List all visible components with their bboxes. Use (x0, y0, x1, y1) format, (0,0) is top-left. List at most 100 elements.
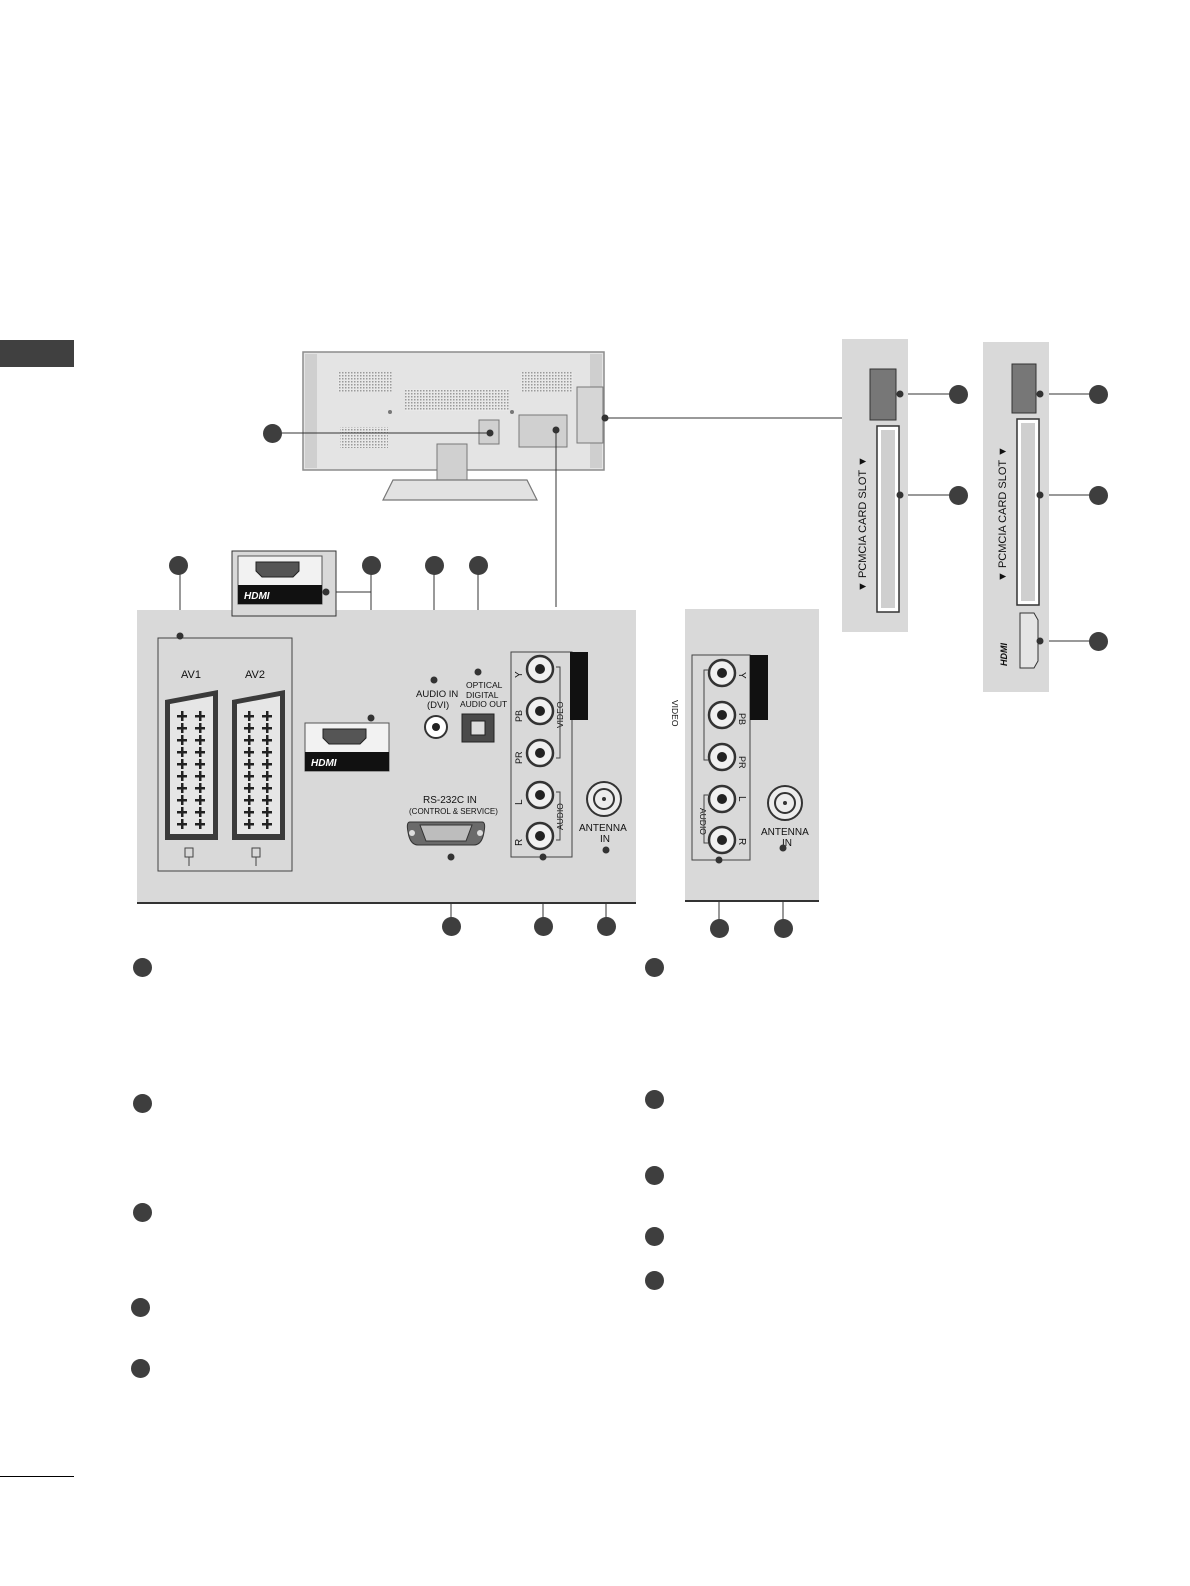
pr-label: PR (514, 751, 524, 764)
description-marker (645, 958, 664, 977)
description-marker (645, 1090, 664, 1109)
alt-antenna-label: ANTENNA (761, 827, 809, 838)
scart-pin (181, 795, 184, 805)
rca-jack-center (535, 706, 545, 716)
optical-audio-out-port (461, 713, 495, 743)
description-marker (645, 1166, 664, 1185)
hdmi-label-side: HDMI (999, 643, 1009, 666)
scart-pin (181, 759, 184, 769)
pcmcia-label-2: ▼ PCMCIA CARD SLOT ▼ (997, 446, 1009, 582)
audio-out-label: AUDIO OUT (460, 699, 507, 709)
scart-pin (266, 819, 269, 829)
scart-pin (199, 795, 202, 805)
alt-antenna-in-label: IN (782, 838, 792, 849)
tv-rear-illustration (302, 351, 605, 501)
component-rca-jacks (525, 654, 555, 851)
scart-pin (199, 723, 202, 733)
callout-marker (949, 385, 968, 404)
callout-marker (949, 486, 968, 505)
callout-marker (169, 556, 188, 575)
rca-jack-center (535, 831, 545, 841)
scart-pin (266, 711, 269, 721)
scart-pin (266, 723, 269, 733)
description-marker (133, 958, 152, 977)
antenna-in-label: IN (600, 834, 610, 845)
description-marker (131, 1298, 150, 1317)
rca-jack-center (535, 748, 545, 758)
scart-pin (181, 783, 184, 793)
callout-marker (425, 556, 444, 575)
audio-in-dvi-label: (DVI) (427, 700, 449, 711)
alt-r-label: R (736, 838, 747, 845)
scart-pin (199, 783, 202, 793)
av2-label: AV2 (245, 669, 265, 681)
main-rear-panel: AV1 AV2 HDMI AUDIO IN (DVI) OPTICAL DIGI… (137, 610, 636, 904)
audio-in-label: AUDIO IN (416, 689, 458, 700)
alt-l-label: L (736, 796, 747, 802)
footer-rule (0, 1476, 74, 1477)
scart-pin (266, 735, 269, 745)
scart-pin (248, 723, 251, 733)
callout-marker (774, 919, 793, 938)
callout-marker (442, 917, 461, 936)
antenna-in-port (586, 781, 622, 817)
description-marker (133, 1203, 152, 1222)
scart-pin (266, 807, 269, 817)
scart-av1-port (165, 690, 218, 840)
av1-label: AV1 (181, 669, 201, 681)
alt-antenna-in-port (767, 785, 803, 821)
scart-pin (181, 807, 184, 817)
scart-pin (248, 819, 251, 829)
hdmi-label-top: HDMI (244, 591, 270, 602)
callout-marker (362, 556, 381, 575)
antenna-label: ANTENNA (579, 823, 627, 834)
scart-pin (248, 795, 251, 805)
callout-marker (263, 424, 282, 443)
connector-points (176, 390, 1044, 864)
callout-marker (1089, 486, 1108, 505)
scart-pin (248, 807, 251, 817)
scart-pin (181, 819, 184, 829)
rca-jack-center (717, 668, 727, 678)
scart-pins (177, 711, 272, 829)
pb-label: PB (514, 710, 524, 722)
description-marker (133, 1094, 152, 1113)
alt-pr-label: PR (737, 756, 747, 769)
description-marker (645, 1227, 664, 1246)
side-panel-2: ▼ PCMCIA CARD SLOT ▼ HDMI (983, 342, 1049, 692)
scart-pin (266, 771, 269, 781)
pcmcia-label-1: ▼ PCMCIA CARD SLOT ▼ (857, 456, 869, 592)
component-rca-jacks-alt (707, 658, 737, 855)
rs232c-sub-label: (CONTROL & SERVICE) (409, 807, 498, 816)
y-label: Y (514, 671, 525, 678)
callout-marker (1089, 632, 1108, 651)
alt-y-label: Y (736, 672, 747, 679)
scart-pin (181, 711, 184, 721)
scart-pin (248, 783, 251, 793)
scart-pin (181, 735, 184, 745)
hdmi-label-panel: HDMI (311, 758, 337, 769)
rca-jack-center (717, 710, 727, 720)
callout-marker (534, 917, 553, 936)
alt-pb-label: PB (737, 713, 747, 725)
scart-pin (266, 747, 269, 757)
scart-pin (248, 747, 251, 757)
scart-pin (199, 759, 202, 769)
optical-label: OPTICAL (466, 680, 503, 690)
side-panel-1: ▼ PCMCIA CARD SLOT ▼ (842, 339, 908, 632)
rca-jack-center (717, 794, 727, 804)
scart-av2-port (232, 690, 285, 840)
digital-label: DIGITAL (466, 690, 499, 700)
scart-pin (248, 759, 251, 769)
rca-jack-center (717, 835, 727, 845)
rca-jack-center (535, 790, 545, 800)
description-marker (645, 1271, 664, 1290)
callout-marker (469, 556, 488, 575)
scart-pin (266, 783, 269, 793)
scart-pin (199, 819, 202, 829)
rca-jack-center (717, 752, 727, 762)
rs232c-label: RS-232C IN (423, 795, 477, 806)
callout-marker (710, 919, 729, 938)
scart-pin (266, 759, 269, 769)
